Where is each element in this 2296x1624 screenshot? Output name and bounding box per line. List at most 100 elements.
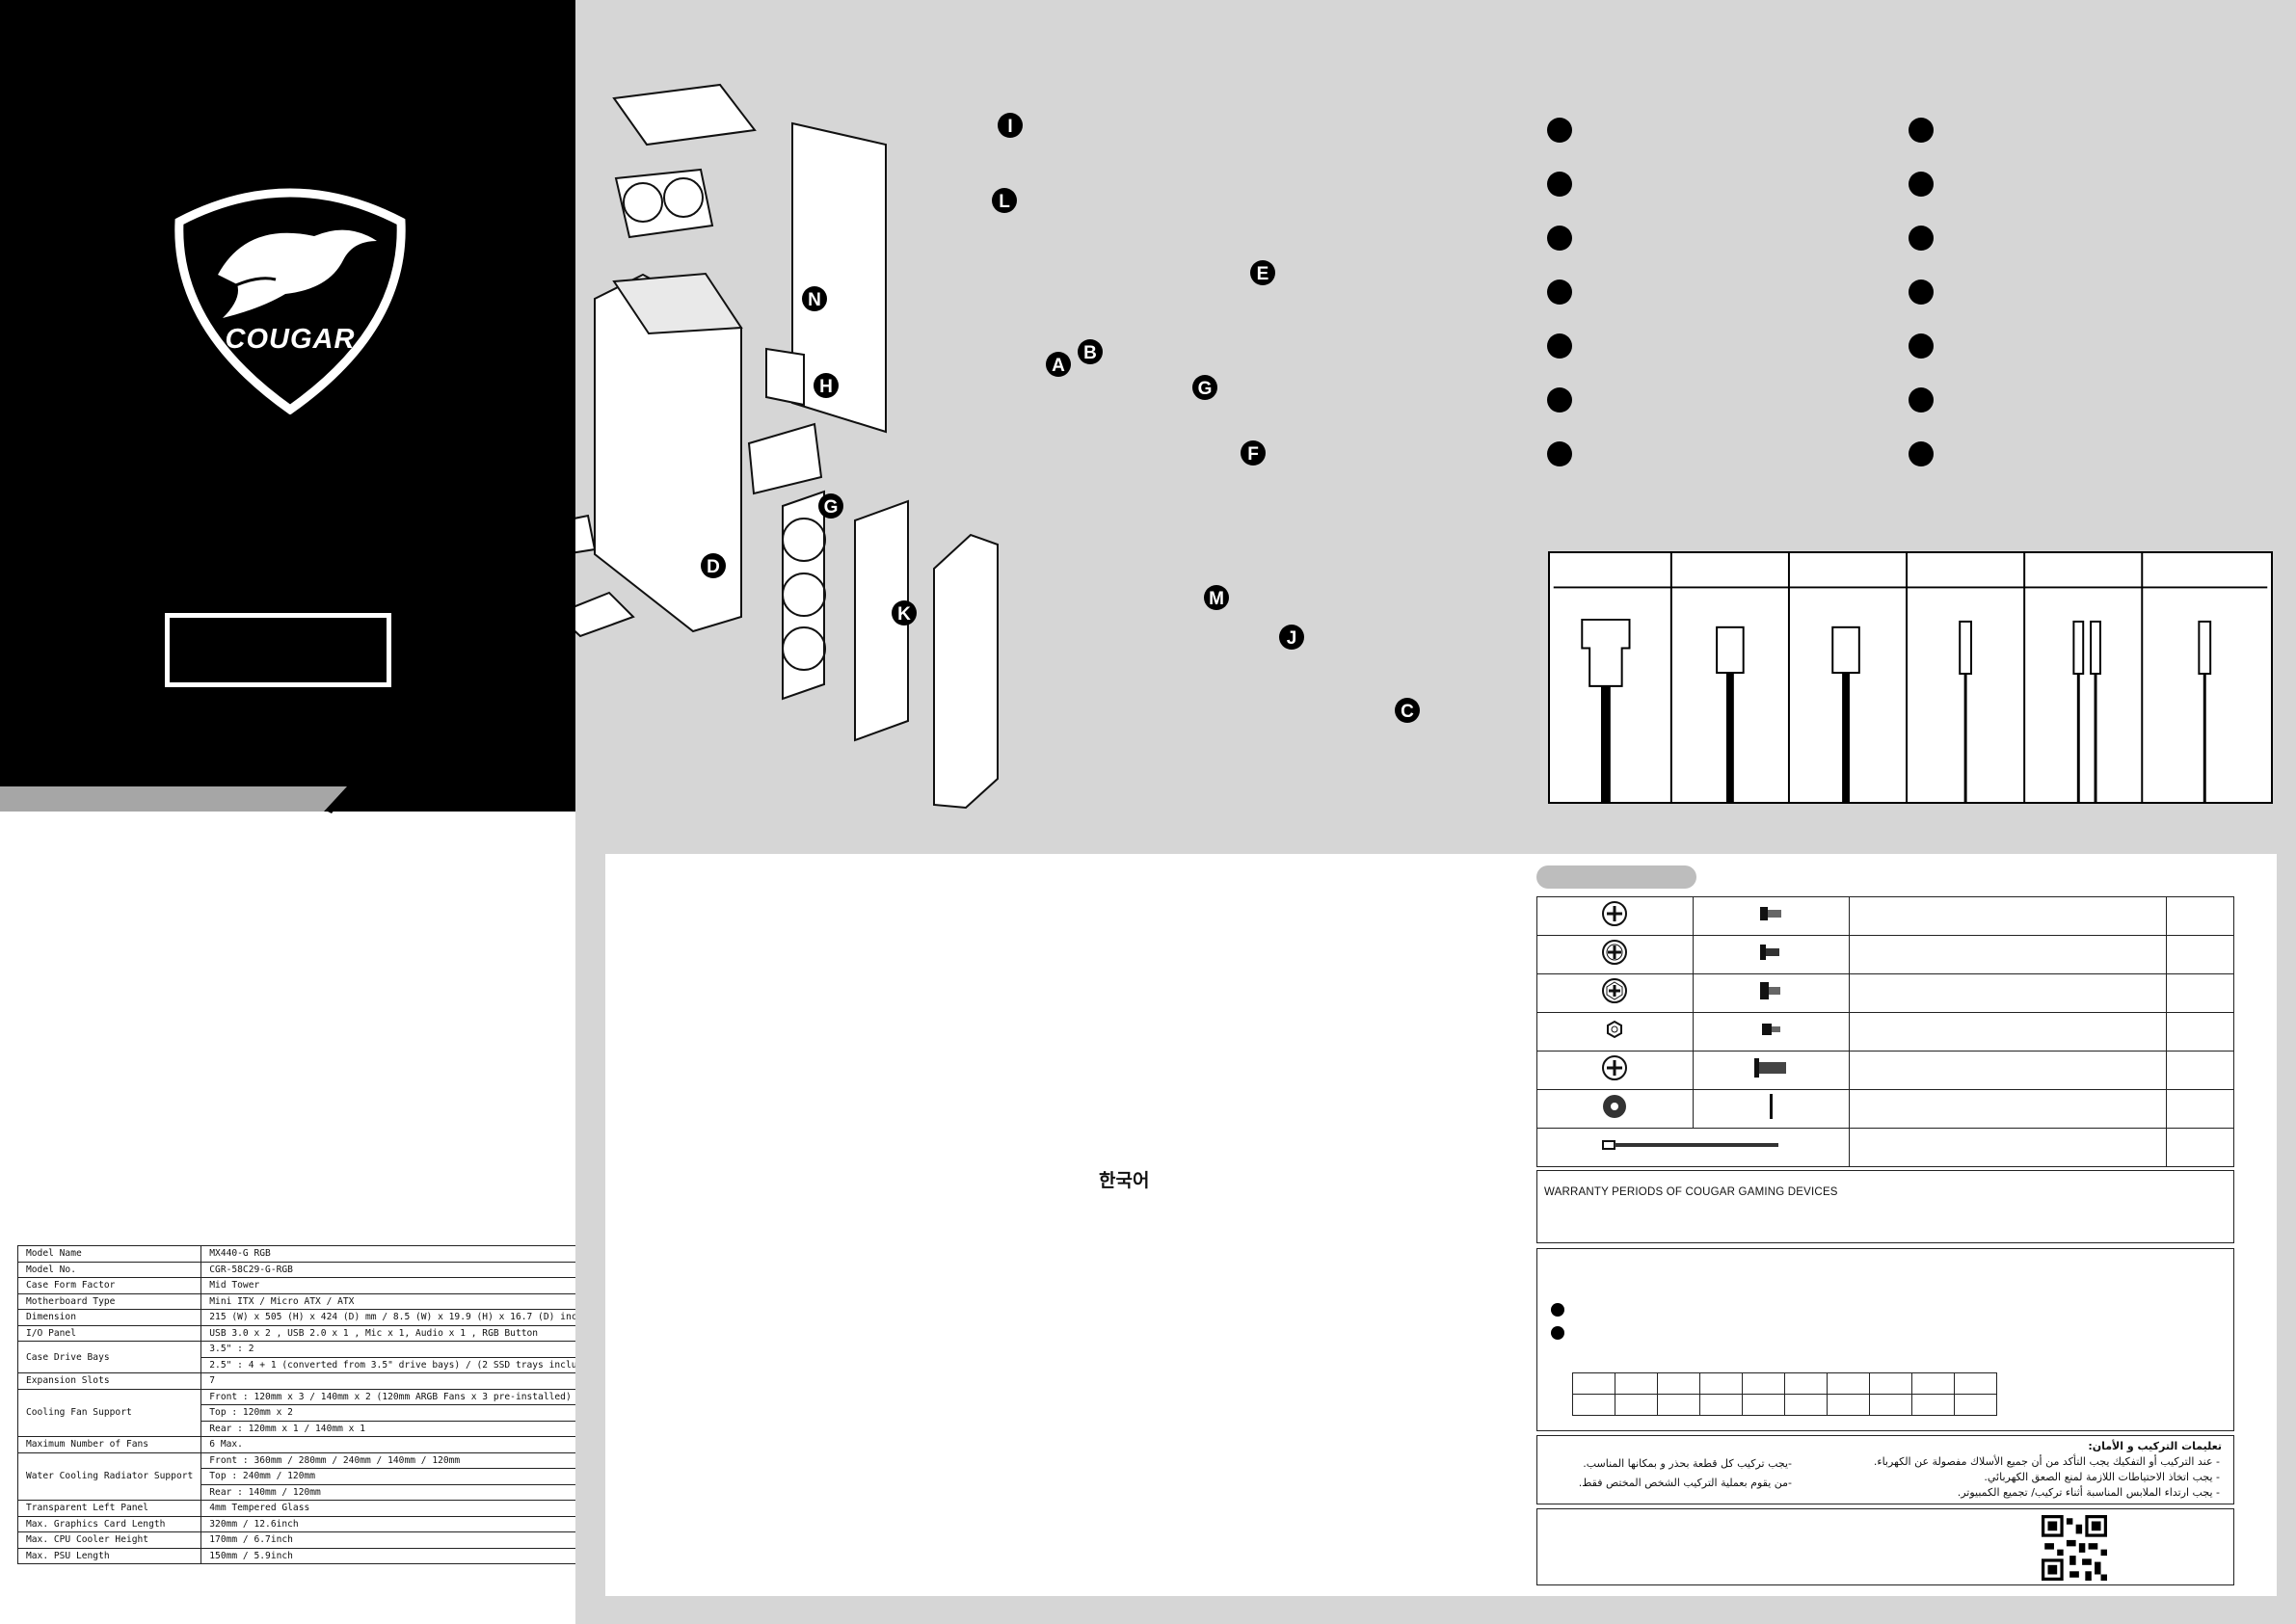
led-connector-b [2090, 620, 2101, 676]
legend-dot-icon [1909, 387, 1934, 413]
spec-label: Dimension [16, 1309, 202, 1326]
part-drive-cage [747, 422, 823, 495]
screw-side-icon [1760, 945, 1780, 960]
arabic-note: -يجب تركيب كل قطعة بحذر و بمكانها المناس… [1583, 1457, 1792, 1470]
service-grid [1572, 1372, 1997, 1416]
audio-connector [1831, 626, 1860, 675]
phillips-screw-head-icon [1602, 1055, 1628, 1080]
legend-dot-icon [1547, 172, 1572, 197]
spec-label: Motherboard Type [16, 1292, 202, 1310]
spec-value: CGR-58C29-G-RGB [200, 1261, 608, 1278]
svg-text:D: D [707, 557, 720, 577]
spec-label: Maximum Number of Fans [16, 1436, 202, 1453]
part-label-f: F [1241, 440, 1266, 466]
part-label-a: A [1046, 352, 1071, 377]
legend-dot-icon [1547, 333, 1572, 359]
spec-value: Front : 120mm x 3 / 140mm x 2 (120mm ARG… [200, 1388, 608, 1405]
hex-screw-head-icon [1602, 978, 1628, 1003]
part-ssd-tray-left [575, 514, 597, 554]
reset-connector [2198, 620, 2212, 676]
svg-text:I: I [1007, 117, 1012, 137]
part-top-panel [612, 83, 757, 146]
svg-text:F: F [1247, 444, 1259, 465]
qr-code-icon[interactable] [2042, 1515, 2107, 1581]
screw-side-icon [1760, 982, 1781, 999]
spec-value: 4mm Tempered Glass [200, 1500, 608, 1517]
led-connector-a [2072, 620, 2085, 676]
svg-text:L: L [999, 192, 1010, 212]
svg-text:E: E [1257, 264, 1269, 284]
spec-label: Max. PSU Length [16, 1547, 202, 1564]
spec-value: 3.5" : 2 [200, 1341, 608, 1358]
svg-text:K: K [897, 604, 911, 625]
svg-text:C: C [1401, 702, 1414, 722]
accessory-row [1536, 935, 2234, 974]
spec-value: 2.5" : 4 + 1 (converted from 3.5" drive … [200, 1356, 608, 1373]
usb2-connector [1716, 626, 1745, 675]
legend-dot-icon [1909, 118, 1934, 143]
logo-wordmark: COUGAR [225, 324, 356, 355]
legend-dot-icon [1547, 118, 1572, 143]
warranty-box: WARRANTY PERIODS OF COUGAR GAMING DEVICE… [1536, 1170, 2234, 1243]
part-label-l: L [992, 188, 1017, 213]
connector-table [1548, 551, 2273, 804]
part-label-c: C [1395, 698, 1420, 723]
spec-value: Mini ITX / Micro ATX / ATX [200, 1292, 608, 1310]
spec-value: 320mm / 12.6inch [200, 1515, 608, 1532]
washer-side-icon [1770, 1094, 1774, 1119]
qr-box [1536, 1508, 2234, 1585]
legend-dot-icon [1909, 226, 1934, 251]
svg-text:N: N [808, 290, 821, 310]
long-screw-icon [1754, 1058, 1787, 1078]
arabic-note: -من يقوم بعملية التركيب الشخص المختص فقط… [1578, 1477, 1792, 1489]
part-label-k: K [892, 600, 917, 626]
arabic-safety-notes: تعليمات التركيب و الأمان: - عند التركيب … [1536, 1435, 2234, 1504]
legend-dot-icon [1547, 441, 1572, 466]
spec-value: Rear : 140mm / 120mm [200, 1483, 608, 1501]
cover-panel: COUGAR [0, 0, 575, 812]
part-front-filter [854, 499, 909, 742]
svg-text:G: G [1198, 379, 1213, 399]
korean-heading: 한국어 [1099, 1170, 1150, 1191]
part-chassis [594, 273, 742, 633]
part-right-panel [791, 121, 887, 434]
part-label-e: E [1250, 260, 1275, 285]
svg-text:J: J [1287, 628, 1297, 649]
spec-label: I/O Panel [16, 1324, 202, 1342]
arabic-note: - يجب اتخاذ الاحتياطات اللازمة لمنع الصع… [1984, 1471, 2220, 1483]
spec-value: Top : 120mm x 2 [200, 1404, 608, 1422]
svg-text:A: A [1052, 356, 1065, 376]
spec-value: MX440-G RGB [200, 1245, 608, 1263]
warranty-title: WARRANTY PERIODS OF COUGAR GAMING DEVICE… [1544, 1186, 1838, 1198]
legend-dot-icon [1909, 172, 1934, 197]
spec-value: Front : 360mm / 280mm / 240mm / 140mm / … [200, 1451, 608, 1469]
part-bottom-filter [575, 591, 635, 638]
accessory-table [1536, 896, 2234, 1167]
legend-dot-icon [1547, 226, 1572, 251]
part-label-m: M [1204, 585, 1229, 610]
phillips-screw-head-icon [1602, 901, 1628, 926]
spec-label: Cooling Fan Support [16, 1388, 202, 1437]
cable-tie-icon [1602, 1140, 1779, 1150]
svg-text:H: H [819, 377, 833, 397]
part-label-i: I [998, 113, 1023, 138]
spec-value: 150mm / 5.9inch [200, 1547, 608, 1564]
cover-stripe [0, 786, 353, 813]
part-label-g: G [818, 493, 843, 519]
spec-value: 215 (W) x 505 (H) x 424 (D) mm / 8.5 (W)… [200, 1309, 608, 1326]
part-label-h: H [814, 373, 839, 398]
spec-label: Model Name [16, 1245, 202, 1263]
legend-dot-icon [1547, 387, 1572, 413]
arabic-note: - يجب ارتداء الملابس المناسبة أثناء تركي… [1957, 1486, 2220, 1499]
spec-label: Max. CPU Cooler Height [16, 1531, 202, 1549]
